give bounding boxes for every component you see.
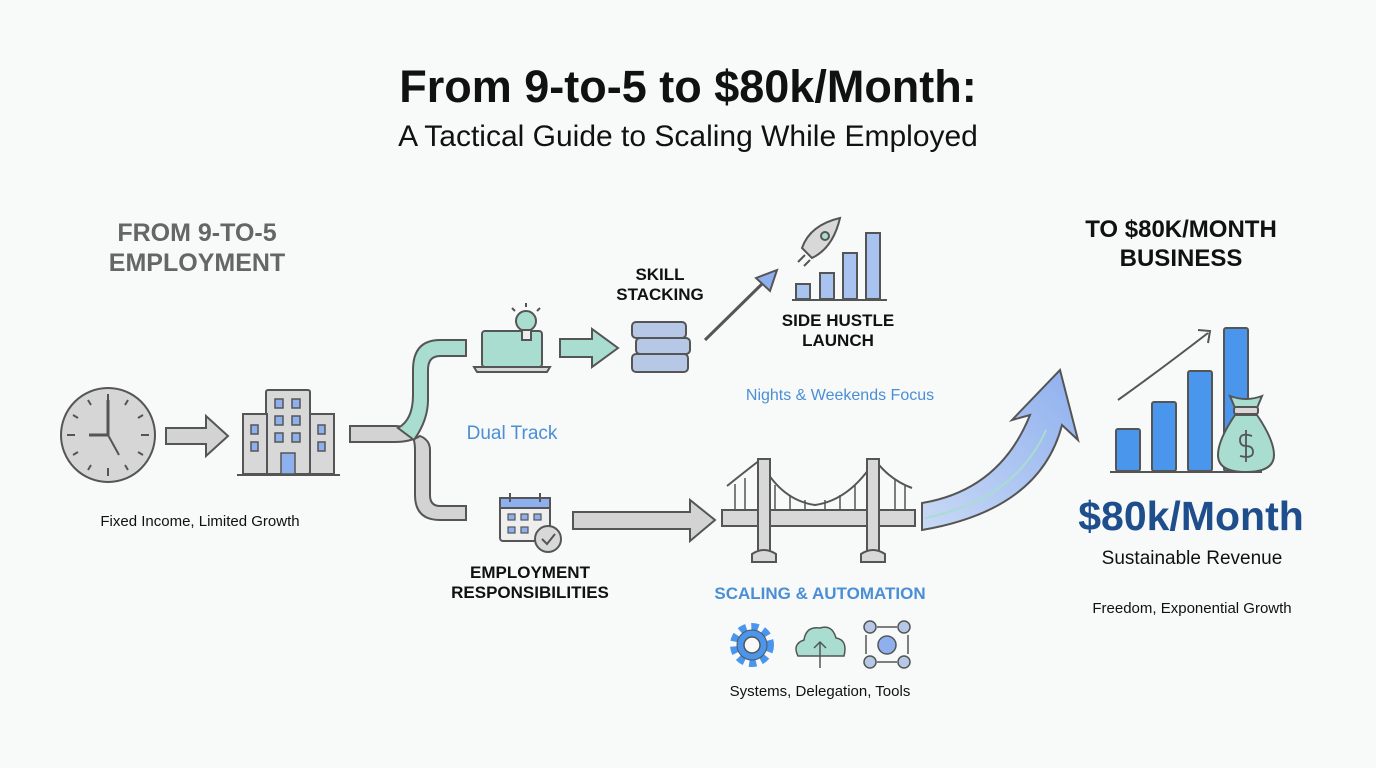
end-caption: Freedom, Exponential Growth <box>1092 600 1292 617</box>
clock-icon <box>60 387 156 483</box>
start-caption: Fixed Income, Limited Growth <box>100 513 300 530</box>
skill-stacking-line1: SKILL <box>635 265 685 284</box>
laptop-idea-icon <box>472 303 552 373</box>
side-hustle-track-pipe <box>396 339 467 442</box>
skill-stacking-line2: STACKING <box>616 285 704 305</box>
employment-track-pipe <box>349 425 467 521</box>
skill-stacking-label: SKILL STACKING <box>616 265 704 306</box>
end-heading-line2: BUSINESS <box>1119 244 1243 272</box>
scaling-caption: Systems, Delegation, Tools <box>729 683 911 700</box>
dual-track-label: Dual Track <box>466 423 558 444</box>
team-network-icon <box>863 620 911 669</box>
page-subtitle: A Tactical Guide to Scaling While Employ… <box>398 120 978 153</box>
bridge-icon <box>721 458 916 563</box>
big-growth-arrow <box>921 368 1080 532</box>
end-heading-line1: TO $80K/MONTH <box>1085 216 1277 243</box>
office-building-icon <box>237 389 340 476</box>
start-heading-line1: FROM 9-TO-5 <box>117 219 277 247</box>
scaling-label: SCALING & AUTOMATION <box>714 584 926 603</box>
revenue-caption: Sustainable Revenue <box>1101 548 1283 569</box>
start-heading-line2: EMPLOYMENT <box>108 249 286 277</box>
employment-line2: RESPONSIBILITIES <box>451 583 609 603</box>
arrow-icon <box>559 327 620 369</box>
page-title: From 9-to-5 to $80k/Month: <box>399 61 977 112</box>
employment-label: EMPLOYMENT RESPONSIBILITIES <box>451 563 609 604</box>
revenue-amount: $80k/Month <box>1078 493 1304 539</box>
employment-line1: EMPLOYMENT <box>470 563 590 582</box>
rocket-icon <box>797 216 842 267</box>
side-hustle-caption: Nights & Weekends Focus <box>745 387 935 404</box>
arrow-icon <box>165 413 230 459</box>
gear-icon <box>730 623 774 667</box>
books-icon <box>631 321 691 373</box>
side-hustle-line1: SIDE HUSTLE <box>781 311 895 330</box>
side-hustle-label: SIDE HUSTLE LAUNCH <box>782 311 894 352</box>
start-heading: FROM 9-TO-5 EMPLOYMENT <box>109 218 285 278</box>
money-bag-icon <box>1216 394 1276 474</box>
growth-arrow-icon <box>703 280 766 342</box>
arrow-icon <box>572 497 717 544</box>
calendar-check-icon <box>499 493 562 553</box>
side-hustle-line2: LAUNCH <box>802 331 874 351</box>
side-hustle-bar-chart-icon <box>792 232 887 301</box>
end-heading: TO $80K/MONTH BUSINESS <box>1085 216 1277 274</box>
cloud-upload-icon <box>795 626 846 668</box>
